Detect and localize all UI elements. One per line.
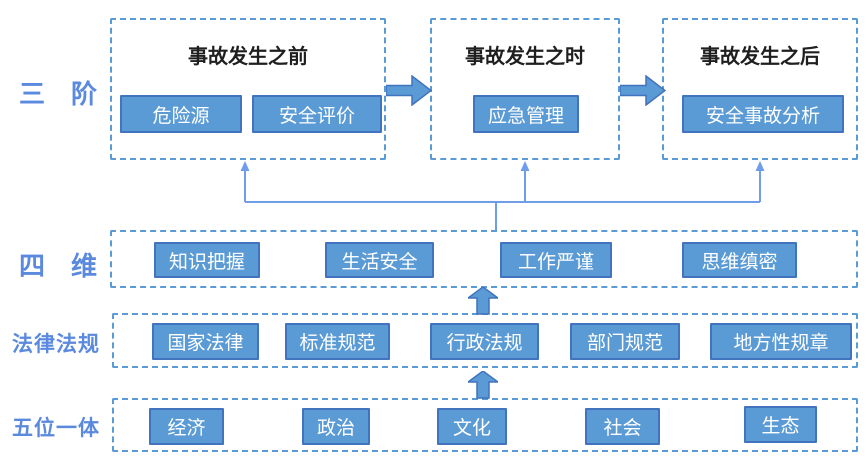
tag-administrative-regs: 行政法规 <box>430 323 539 360</box>
tag-society: 社会 <box>585 408 660 445</box>
stage-box-during: 事故发生之时 应急管理 <box>430 18 620 160</box>
tag-safety-evaluation: 安全评价 <box>252 95 382 133</box>
tag-standard-specs: 标准规范 <box>285 323 390 360</box>
tag-work-rigor: 工作严谨 <box>500 242 612 278</box>
tag-knowledge-grasp: 知识把握 <box>154 242 260 278</box>
row-label-laws: 法律法规 <box>12 333 100 356</box>
stage-title: 事故发生之时 <box>465 46 585 68</box>
up-block-arrow-icon <box>468 287 498 315</box>
tag-ecology: 生态 <box>744 406 817 443</box>
tag-life-safety: 生活安全 <box>325 242 434 278</box>
tag-emergency-management: 应急管理 <box>473 95 579 133</box>
stage-title: 事故发生之前 <box>188 46 308 68</box>
up-block-arrow-icon <box>468 371 498 399</box>
tag-culture: 文化 <box>437 408 507 445</box>
stage-box-before: 事故发生之前 危险源 安全评价 <box>110 18 386 160</box>
right-block-arrow-icon <box>620 75 666 106</box>
tag-local-regulations: 地方性规章 <box>710 323 852 360</box>
tag-accident-analysis: 安全事故分析 <box>682 95 844 133</box>
five-in-one-box: 经济 政治 文化 社会 生态 <box>112 398 858 452</box>
row-label-dimensions: 四 维 <box>18 251 97 281</box>
tag-hazard-source: 危险源 <box>120 95 242 133</box>
stage-box-after: 事故发生之后 安全事故分析 <box>662 18 858 160</box>
dimensions-box: 知识把握 生活安全 工作严谨 思维缜密 <box>110 230 858 288</box>
tag-economy: 经济 <box>149 408 224 445</box>
right-block-arrow-icon <box>386 75 432 106</box>
stage-title: 事故发生之后 <box>700 46 820 68</box>
row-label-five-in-one: 五位一体 <box>12 417 100 440</box>
row-label-stages: 三 阶 <box>18 79 97 109</box>
tag-politics: 政治 <box>302 408 370 445</box>
tag-department-rules: 部门规范 <box>570 323 680 360</box>
tag-careful-thinking: 思维缜密 <box>682 242 797 278</box>
laws-box: 国家法律 标准规范 行政法规 部门规范 地方性规章 <box>112 313 858 368</box>
tag-national-law: 国家法律 <box>152 323 259 360</box>
